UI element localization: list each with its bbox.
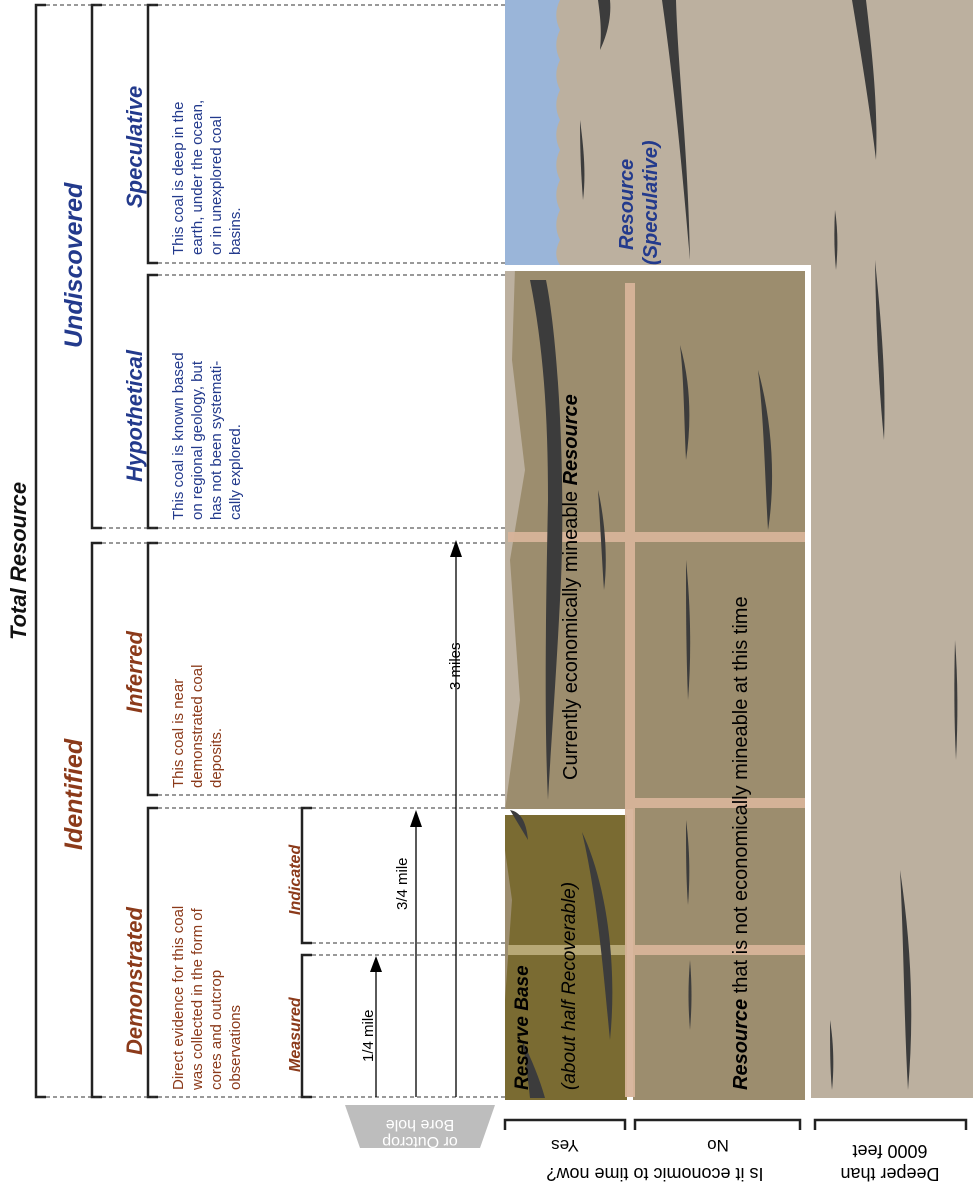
- hypothetical-label: Hypothetical: [122, 349, 147, 482]
- quarter-mile-label: 1/4 mile: [360, 1009, 377, 1062]
- demonstrated-label: Demonstrated: [122, 907, 147, 1055]
- reserve-base-note: (about half Recoverable): [559, 882, 580, 1090]
- resource-frame: [505, 265, 811, 1100]
- coal-seams: [510, 0, 958, 1098]
- demonstrated-bracket: [146, 806, 158, 1099]
- bottom-labels: Yes No Is it economic to time now? Deepe…: [546, 1136, 939, 1184]
- no-label: No: [707, 1136, 729, 1155]
- three-quarter-mile-label: 3/4 mile: [394, 857, 411, 910]
- category-titles: Total Resource Identified Undiscovered D…: [6, 86, 304, 1072]
- dashed-guides: [46, 4, 505, 1098]
- rock-panels: [505, 0, 973, 1102]
- distance-arrows: [370, 540, 462, 1097]
- svg-text:or Outcrop: or Outcrop: [382, 1133, 458, 1150]
- speculative-resource-label: Resource: [616, 159, 638, 250]
- currently-economic-label: Currently economically mineable Resource: [560, 394, 582, 780]
- deeper-bracket: [813, 1118, 968, 1130]
- deeper-label-2: 6000 feet: [852, 1141, 927, 1161]
- measured-label: Measured: [287, 996, 304, 1072]
- hypothetical-bracket: [146, 273, 158, 530]
- category-brackets: [34, 3, 968, 1130]
- speculative-bracket: [146, 3, 158, 265]
- demonstrated-description: Direct evidence for this coal was collec…: [170, 902, 244, 1091]
- reserve-base-label: Reserve Base: [512, 965, 533, 1090]
- region-labels: Reserve Base (about half Recoverable) Cu…: [512, 140, 752, 1090]
- ocean-edge: [556, 0, 565, 265]
- total-bracket: [34, 3, 46, 1099]
- speculative-description: This coal is deep in the earth, under th…: [170, 96, 244, 255]
- inferred-label: Inferred: [122, 631, 147, 713]
- speculative-label: Speculative: [122, 86, 147, 208]
- speculative-resource-note: (Speculative): [640, 140, 662, 265]
- yes-label: Yes: [551, 1136, 579, 1155]
- identified-bracket: [90, 541, 102, 1099]
- undiscovered-bracket: [90, 3, 102, 530]
- not-economic-label: Resource that is not economically mineab…: [730, 596, 752, 1090]
- total-resource-title: Total Resource: [6, 482, 31, 640]
- indicated-label: Indicated: [287, 844, 304, 915]
- no-bracket: [633, 1118, 802, 1130]
- yes-bracket: [503, 1118, 627, 1130]
- inferred-bracket: [146, 541, 158, 797]
- question-label: Is it economic to time now?: [546, 1164, 763, 1184]
- ocean-area: [505, 0, 560, 265]
- hypothetical-description: This coal is known based on regional geo…: [170, 348, 244, 520]
- three-miles-label: 3 miles: [447, 642, 464, 690]
- undiscovered-label: Undiscovered: [60, 182, 88, 348]
- deeper-label-1: Deeper than: [840, 1164, 939, 1184]
- bore-hole-icon: Bore hole or Outcrop: [345, 1105, 495, 1150]
- descriptions: Direct evidence for this coal was collec…: [170, 96, 244, 1091]
- svg-text:Bore hole: Bore hole: [386, 1116, 455, 1133]
- identified-label: Identified: [60, 738, 88, 850]
- inferred-description: This coal is near demonstrated coal depo…: [170, 660, 225, 788]
